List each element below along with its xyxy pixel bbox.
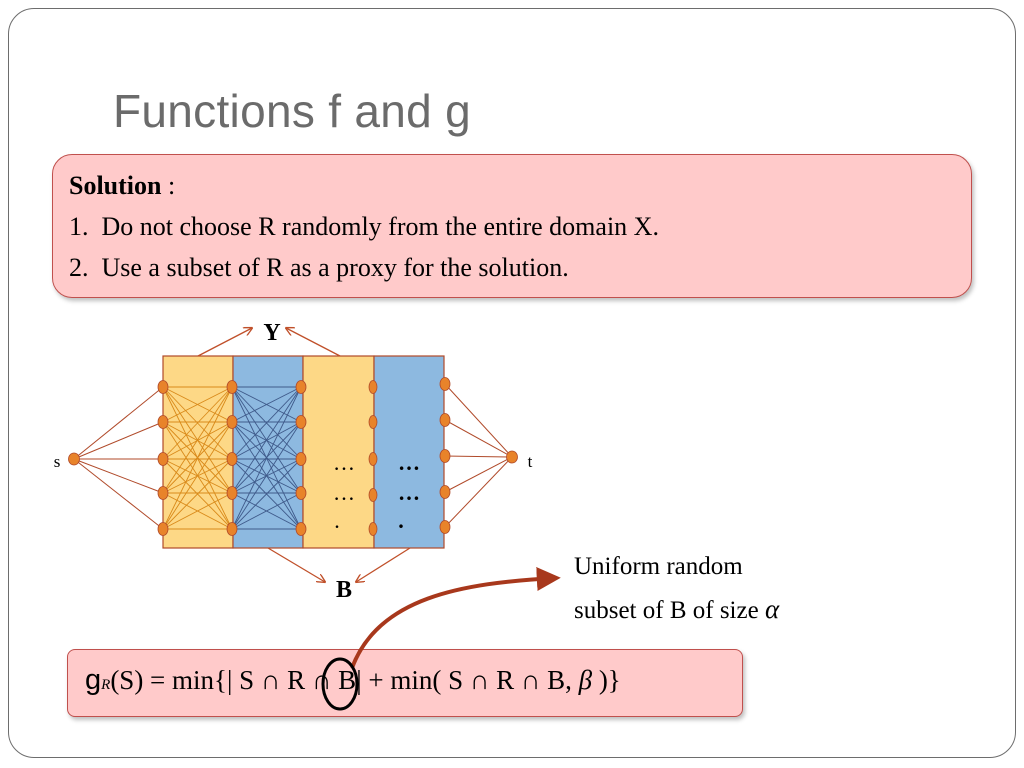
sink-edge xyxy=(444,419,513,458)
layer-blue-1 xyxy=(232,355,304,549)
yellow-edge xyxy=(162,386,233,460)
formula: gR(S) = min{| S ∩ R ∩ B| + min( S ∩ R ∩ … xyxy=(85,664,621,697)
network-node xyxy=(368,452,378,466)
network-node xyxy=(226,380,238,394)
solution-box: Solution : 1. Do not choose R randomly f… xyxy=(52,154,972,298)
formula-part-2: ∩ B| + min( S ∩ R ∩ B, xyxy=(305,665,579,695)
solution-item-number: 1. xyxy=(69,212,89,241)
label-s: s xyxy=(54,452,61,471)
source-edge xyxy=(73,421,164,460)
yellow-edge xyxy=(162,421,233,530)
network-node xyxy=(295,380,307,394)
solution-item-text: Do not choose R randomly from the entire… xyxy=(101,212,659,241)
solution-item-number: 2. xyxy=(69,253,89,282)
network-node xyxy=(368,488,378,502)
sink-edges xyxy=(444,383,513,528)
blue-edge xyxy=(231,492,302,530)
source-edge xyxy=(73,458,164,494)
blue-layer-edges xyxy=(231,386,302,530)
blue-edge xyxy=(231,386,302,530)
sink-edge xyxy=(444,456,513,528)
yellow-edge xyxy=(162,386,233,530)
solution-item-1: 1. Do not choose R randomly from the ent… xyxy=(69,212,659,242)
yellow-layer-edges xyxy=(162,386,233,530)
solution-heading-line: Solution : xyxy=(69,171,175,201)
arrow-to-b-right xyxy=(356,547,411,582)
sink-edge xyxy=(444,455,513,458)
network-node xyxy=(368,380,378,394)
yellow-edge xyxy=(162,386,233,423)
label-y: Y xyxy=(263,320,280,346)
sink-edge xyxy=(444,456,513,493)
alpha-symbol: α xyxy=(764,594,780,624)
solution-separator: : xyxy=(161,171,176,200)
formula-box: gR(S) = min{| S ∩ R ∩ B| + min( S ∩ R ∩ … xyxy=(67,649,743,717)
yellow-edge xyxy=(162,386,233,494)
arrow-to-b-left xyxy=(267,547,325,582)
formula-fname: g xyxy=(85,664,102,696)
network-node xyxy=(439,449,451,463)
network-nodes xyxy=(68,377,518,536)
arrow-to-y-left xyxy=(197,328,252,357)
network-node xyxy=(439,485,451,499)
ellipsis-col4-a: … xyxy=(398,450,420,475)
network-node xyxy=(157,486,169,500)
solution-item-2: 2. Use a subset of R as a proxy for the … xyxy=(69,253,569,283)
network-node xyxy=(295,486,307,500)
blue-edge xyxy=(231,458,302,530)
solution-heading: Solution xyxy=(69,171,162,200)
network-node xyxy=(226,415,238,429)
formula-part-3: )} xyxy=(592,665,621,695)
network-node xyxy=(295,522,307,536)
slide-title: Functions f and g xyxy=(113,85,471,137)
network-node xyxy=(439,413,451,427)
source-edge xyxy=(73,386,164,460)
label-t: t xyxy=(528,452,533,471)
beta-symbol: β xyxy=(578,665,593,695)
arrow-to-y-right xyxy=(286,328,341,357)
network-node xyxy=(439,377,451,391)
network-node xyxy=(157,452,169,466)
network-node xyxy=(439,520,451,534)
source-edge xyxy=(73,458,164,530)
blue-edge xyxy=(231,386,302,423)
network-node xyxy=(226,486,238,500)
blue-edge xyxy=(231,386,302,494)
formula-part-1: (S) = min{| S ∩ xyxy=(110,665,288,695)
dot-col3: . xyxy=(334,508,340,533)
source-edges xyxy=(73,386,164,530)
ellipsis-col3-b: … xyxy=(333,480,355,505)
yellow-edge xyxy=(162,458,233,530)
network-node xyxy=(226,522,238,536)
network-node xyxy=(295,415,307,429)
annotation-line-2: subset of B of size α xyxy=(574,588,779,632)
annotation-line-2-text: subset of B of size xyxy=(574,597,759,624)
sink-edge xyxy=(444,383,513,458)
network-node xyxy=(506,450,518,464)
formula-subscript: R xyxy=(101,677,111,693)
formula-circled-r: R xyxy=(287,665,306,695)
ellipsis-col3-a: … xyxy=(333,450,355,475)
network-node xyxy=(368,522,378,536)
network-node xyxy=(226,452,238,466)
yellow-edge xyxy=(162,492,233,530)
ellipsis-col4-b: … xyxy=(398,480,420,505)
network-node xyxy=(157,415,169,429)
dot-col4: . xyxy=(398,508,404,533)
network-node xyxy=(157,380,169,394)
blue-edge xyxy=(231,386,302,460)
network-node xyxy=(157,522,169,536)
label-b: B xyxy=(336,577,352,603)
layer-yellow-1 xyxy=(162,355,234,549)
network-node xyxy=(295,452,307,466)
network-node xyxy=(68,452,80,466)
network-node xyxy=(368,415,378,429)
annotation-line-1: Uniform random xyxy=(574,553,743,580)
annotation: Uniform random subset of B of size α xyxy=(574,546,779,632)
solution-item-text: Use a subset of R as a proxy for the sol… xyxy=(101,253,569,282)
blue-edge xyxy=(231,421,302,530)
